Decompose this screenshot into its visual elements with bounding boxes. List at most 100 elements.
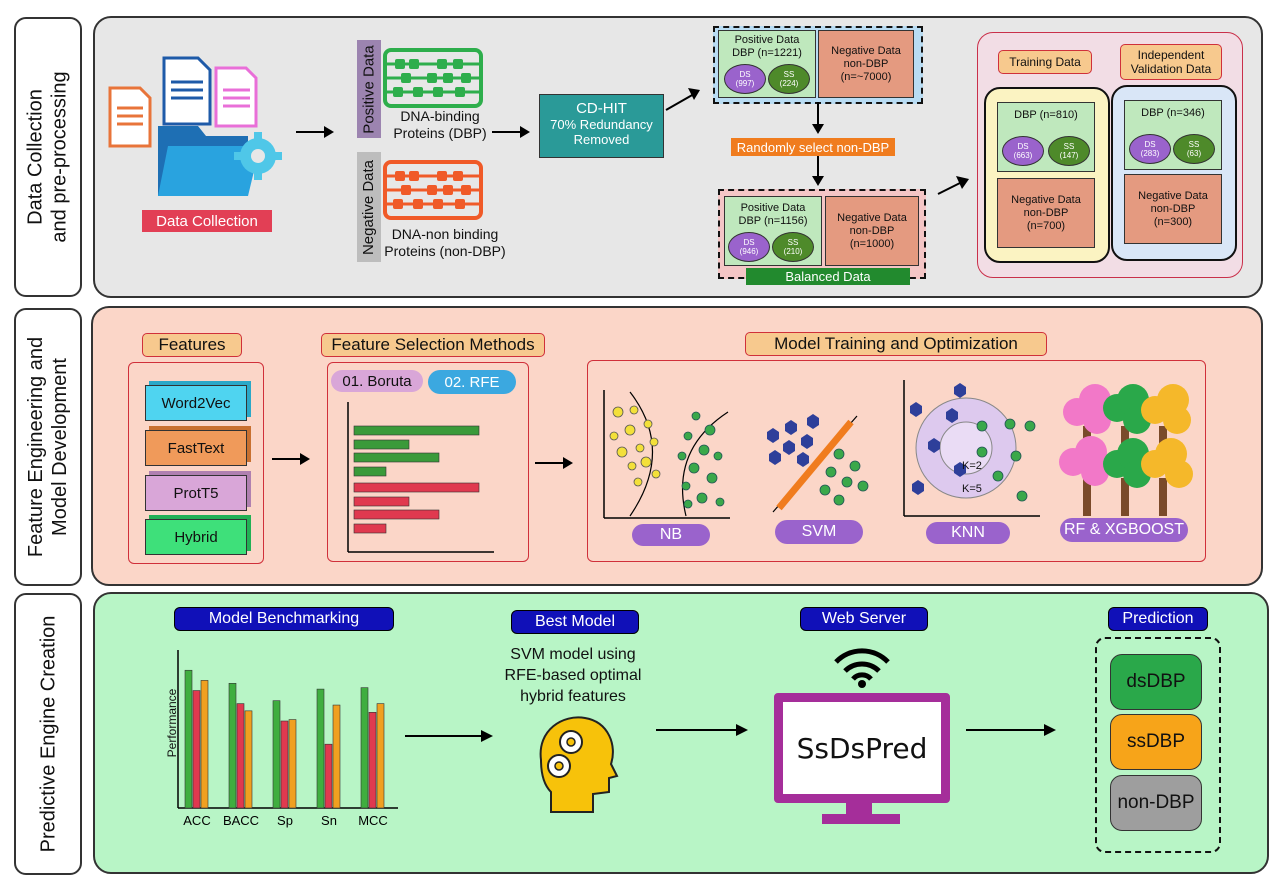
positive-data-tag: Positive Data [357, 40, 381, 138]
row-label-text: Predictive Engine Creation [37, 615, 60, 853]
model-nb-label: NB [632, 524, 710, 546]
monitor-base-icon [822, 814, 900, 824]
bar-sn-1 [324, 743, 333, 809]
training-negative-box: Negative Data non-DBP (n=700) [997, 178, 1095, 248]
bar-acc-1 [192, 690, 201, 809]
arrow-down-icon [812, 102, 824, 134]
bar-mcc-2 [376, 703, 385, 809]
training-ds-oval: DS (663) [1002, 136, 1044, 166]
validation-dbp-title: DBP (n=346) [1141, 107, 1205, 119]
cd-hit-box: CD-HIT 70% Redundancy Removed [539, 94, 664, 158]
documents-folder-icon [108, 56, 282, 196]
feature-prott5: ProtT5 [145, 475, 247, 511]
row-label-feature-engineering: Feature Engineering and Model Developmen… [14, 308, 82, 586]
bar-sp-2 [288, 719, 297, 809]
bar-mcc-1 [368, 711, 377, 809]
initial-negative-box: Negative Data non-DBP (n=~7000) [818, 30, 914, 98]
brain-gears-icon [539, 716, 619, 813]
model-training-title: Model Training and Optimization [745, 332, 1047, 356]
bar-sn-0 [316, 688, 325, 809]
initial-ss-oval: SS (224) [768, 64, 810, 94]
svm-plot-icon [767, 414, 869, 513]
feature-word2vec: Word2Vec [145, 385, 247, 421]
arrow-right-icon [966, 724, 1056, 736]
validation-ds-oval: DS (283) [1129, 134, 1171, 164]
monitor-stand-icon [846, 802, 872, 816]
bar-bacc-2 [244, 710, 253, 809]
row-label-predictive-engine: Predictive Engine Creation [14, 593, 82, 875]
validation-negative-box: Negative Data non-DBP (n=300) [1124, 174, 1222, 244]
prediction-title: Prediction [1108, 607, 1208, 631]
negative-data-tag: Negative Data [357, 152, 381, 262]
web-server-title: Web Server [800, 607, 928, 631]
model-benchmarking-title: Model Benchmarking [174, 607, 394, 631]
arrow-right-icon [272, 453, 310, 465]
arrow-right-icon [492, 126, 530, 138]
best-model-title: Best Model [511, 610, 639, 634]
negative-tag-text: Negative Data [360, 159, 378, 255]
bar-bacc-1 [236, 703, 245, 809]
knn-k2-label: K=2 [962, 460, 982, 472]
row-label-text: Feature Engineering and Model Developmen… [25, 336, 71, 558]
feature-selection-title: Feature Selection Methods [321, 333, 545, 357]
prediction-box [1095, 637, 1221, 853]
bar-sp-0 [272, 700, 281, 809]
web-server-name: SsDsPred [796, 731, 928, 765]
feature-hybrid: Hybrid [145, 519, 247, 555]
training-data-label: Training Data [998, 50, 1092, 74]
cd-hit-title: CD-HIT [576, 100, 627, 117]
feature-selection-box [327, 362, 529, 562]
features-title: Features [142, 333, 242, 357]
feature-fasttext: FastText [145, 430, 247, 466]
bar-mcc-0 [360, 687, 369, 809]
features-box [128, 362, 264, 564]
prediction-dsdbp: dsDBP [1110, 654, 1202, 710]
best-model-text: SVM model using RFE-based optimal hybrid… [504, 646, 642, 705]
arrow-down-icon [812, 156, 824, 186]
balanced-ds-oval: DS (946) [728, 232, 770, 262]
training-ss-oval: SS (147) [1048, 136, 1090, 166]
initial-positive-title: Positive Data DBP (n=1221) [732, 34, 802, 59]
cd-hit-line1: 70% Redundancy [550, 117, 653, 132]
bar-bacc-0 [228, 682, 237, 809]
balanced-positive-title: Positive Data DBP (n=1156) [738, 202, 808, 227]
tick-label-bacc: BACC [223, 813, 259, 828]
model-knn-label: KNN [926, 522, 1010, 544]
tick-label-sn: Sn [321, 813, 337, 828]
row-label-text: Data Collection and pre-processing [25, 71, 71, 243]
dbp-label: DNA-binding Proteins (DBP) [393, 108, 487, 141]
nb-plot-icon [603, 390, 730, 519]
random-select-label: Randomly select non-DBP [731, 138, 895, 156]
model-training-box [587, 360, 1206, 562]
balanced-ss-oval: SS (210) [772, 232, 814, 262]
boruta-method: 01. Boruta [331, 370, 423, 392]
row-label-data-collection: Data Collection and pre-processing [14, 17, 82, 297]
positive-tag-text: Positive Data [360, 44, 378, 134]
bar-acc-0 [184, 669, 193, 809]
model-svm-label: SVM [775, 520, 863, 544]
cd-hit-line2: Removed [573, 132, 630, 147]
non-dbp-label: DNA-non binding Proteins (non-DBP) [384, 226, 506, 259]
tick-label-sp: Sp [277, 813, 293, 828]
knn-k5-label: K=5 [962, 483, 982, 495]
tick-label-mcc: MCC [358, 813, 388, 828]
initial-ds-oval: DS (997) [724, 64, 766, 94]
prediction-ssdbp: ssDBP [1110, 714, 1202, 770]
validation-data-label: Independent Validation Data [1120, 44, 1222, 80]
arrow-up-right-icon [937, 176, 969, 195]
dbp-abacus-icon [383, 48, 483, 108]
monitor-icon: SsDsPred [774, 693, 950, 803]
training-dbp-title: DBP (n=810) [1014, 109, 1078, 121]
bar-acc-2 [200, 680, 209, 809]
arrow-right-icon [535, 457, 573, 469]
balanced-negative-box: Negative Data non-DBP (n=1000) [825, 196, 919, 266]
forest-trees-icon [1059, 384, 1193, 516]
arrow-right-icon [405, 730, 493, 742]
non-dbp-abacus-icon [383, 160, 483, 220]
validation-ss-oval: SS (63) [1173, 134, 1215, 164]
wifi-icon [834, 648, 890, 688]
model-rf-xgboost-label: RF & XGBOOST [1060, 518, 1188, 542]
feature-importance-bars [347, 402, 494, 553]
knn-plot-icon [903, 380, 1040, 517]
